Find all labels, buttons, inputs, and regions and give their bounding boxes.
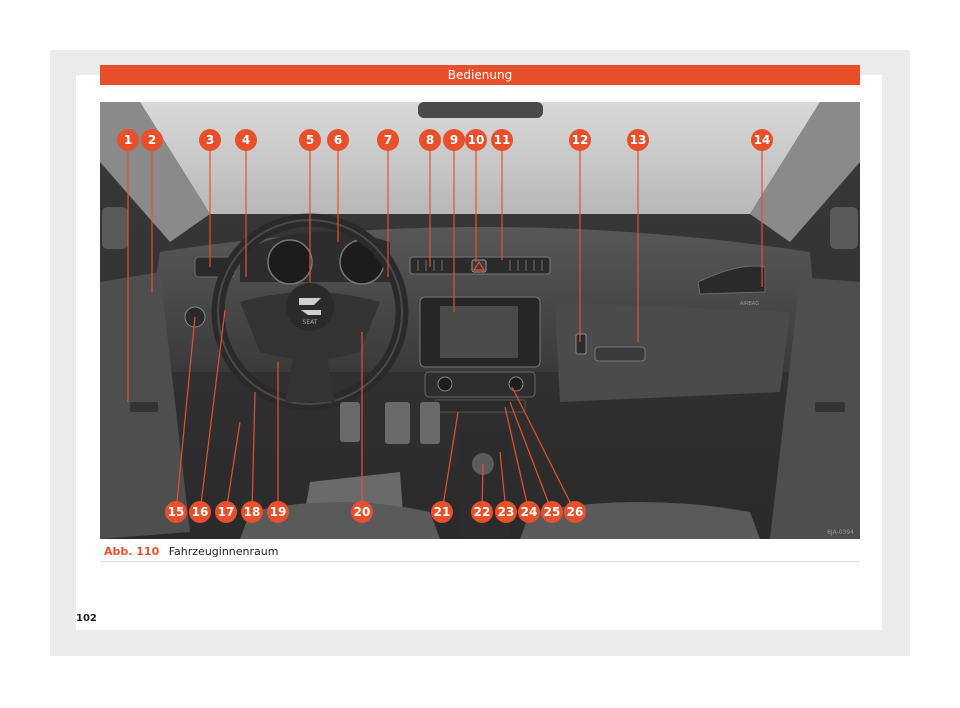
callout-6: 6 [327, 129, 349, 151]
callout-leader-25 [509, 401, 553, 513]
callout-7: 7 [377, 129, 399, 151]
callout-15: 15 [165, 501, 187, 523]
callout-circle [327, 129, 349, 151]
callout-12: 12 [569, 129, 591, 151]
callout-number: 9 [450, 133, 458, 147]
callout-number: 13 [630, 133, 647, 147]
callout-number: 3 [206, 133, 214, 147]
callout-number: 25 [544, 505, 561, 519]
callout-circle [471, 501, 493, 523]
callout-circle [541, 501, 563, 523]
callout-5: 5 [299, 129, 321, 151]
callout-circle [117, 129, 139, 151]
callout-25: 25 [541, 501, 563, 523]
callout-number: 18 [244, 505, 261, 519]
callout-number: 8 [426, 133, 434, 147]
callout-circle [299, 129, 321, 151]
callout-circle [419, 129, 441, 151]
callout-22: 22 [471, 501, 493, 523]
callout-19: 19 [267, 501, 289, 523]
callout-20: 20 [351, 501, 373, 523]
callout-number: 14 [754, 133, 771, 147]
callout-16: 16 [189, 501, 211, 523]
callout-leader-24 [504, 406, 530, 513]
callout-number: 17 [218, 505, 235, 519]
callout-circle [235, 129, 257, 151]
callout-circle [443, 129, 465, 151]
interior-figure: AIRBAG SEAT [100, 102, 860, 539]
callout-number: 26 [567, 505, 584, 519]
callout-circle [491, 129, 513, 151]
callout-number: 16 [192, 505, 209, 519]
airbag-label: AIRBAG [740, 301, 759, 307]
callout-3: 3 [199, 129, 221, 151]
callout-number: 24 [521, 505, 538, 519]
callout-circle [627, 129, 649, 151]
callout-number: 20 [354, 505, 371, 519]
callout-circle [241, 501, 263, 523]
callout-4: 4 [235, 129, 257, 151]
callout-leaders [127, 140, 763, 513]
callout-number: 21 [434, 505, 451, 519]
callout-circle [569, 129, 591, 151]
seat-logo-text: SEAT [303, 319, 318, 326]
callout-number: 15 [168, 505, 185, 519]
callout-circle [465, 129, 487, 151]
callout-circle [351, 501, 373, 523]
page-number: 102 [76, 613, 97, 624]
callout-circle [267, 501, 289, 523]
callout-number: 23 [498, 505, 515, 519]
callout-circle [215, 501, 237, 523]
callout-number: 5 [306, 133, 314, 147]
callout-circle [189, 501, 211, 523]
callout-18: 18 [241, 501, 263, 523]
callout-circle [495, 501, 517, 523]
callout-leader-18 [251, 391, 256, 513]
callout-14: 14 [751, 129, 773, 151]
callout-circle [751, 129, 773, 151]
callout-circle [199, 129, 221, 151]
callout-number: 12 [572, 133, 589, 147]
callout-circle [564, 501, 586, 523]
callout-13: 13 [627, 129, 649, 151]
callout-1: 1 [117, 129, 139, 151]
section-header: Bedienung [100, 65, 860, 85]
callout-leader-21 [441, 411, 459, 513]
callout-circle [165, 501, 187, 523]
callout-2: 2 [141, 129, 163, 151]
callout-24: 24 [518, 501, 540, 523]
callout-leader-15 [175, 316, 196, 513]
callout-leader-17 [225, 421, 241, 513]
seat-logo-icon [299, 298, 321, 315]
callout-circle [431, 501, 453, 523]
callout-number: 4 [242, 133, 250, 147]
callout-number: 10 [468, 133, 485, 147]
callout-number: 22 [474, 505, 491, 519]
interior-illustration: AIRBAG SEAT [100, 102, 860, 539]
callout-21: 21 [431, 501, 453, 523]
image-code: 6JA-0394 [827, 529, 854, 536]
callout-leader-26 [511, 386, 576, 513]
callout-9: 9 [443, 129, 465, 151]
callout-circle [518, 501, 540, 523]
callout-number: 1 [124, 133, 132, 147]
callout-circle [141, 129, 163, 151]
callout-10: 10 [465, 129, 487, 151]
callout-11: 11 [491, 129, 513, 151]
callout-circle [377, 129, 399, 151]
figure-caption: Abb. 110 Fahrzeuginnenraum [100, 543, 860, 562]
callout-number: 19 [270, 505, 287, 519]
callout-23: 23 [495, 501, 517, 523]
callout-leader-16 [199, 309, 226, 513]
callout-number: 11 [494, 133, 511, 147]
figure-title: Fahrzeuginnenraum [168, 545, 279, 558]
figure-number: Abb. 110 [104, 545, 160, 558]
callout-number: 7 [384, 133, 392, 147]
callout-8: 8 [419, 129, 441, 151]
callout-number: 6 [334, 133, 342, 147]
callout-17: 17 [215, 501, 237, 523]
callout-number: 2 [148, 133, 156, 147]
callout-26: 26 [564, 501, 586, 523]
